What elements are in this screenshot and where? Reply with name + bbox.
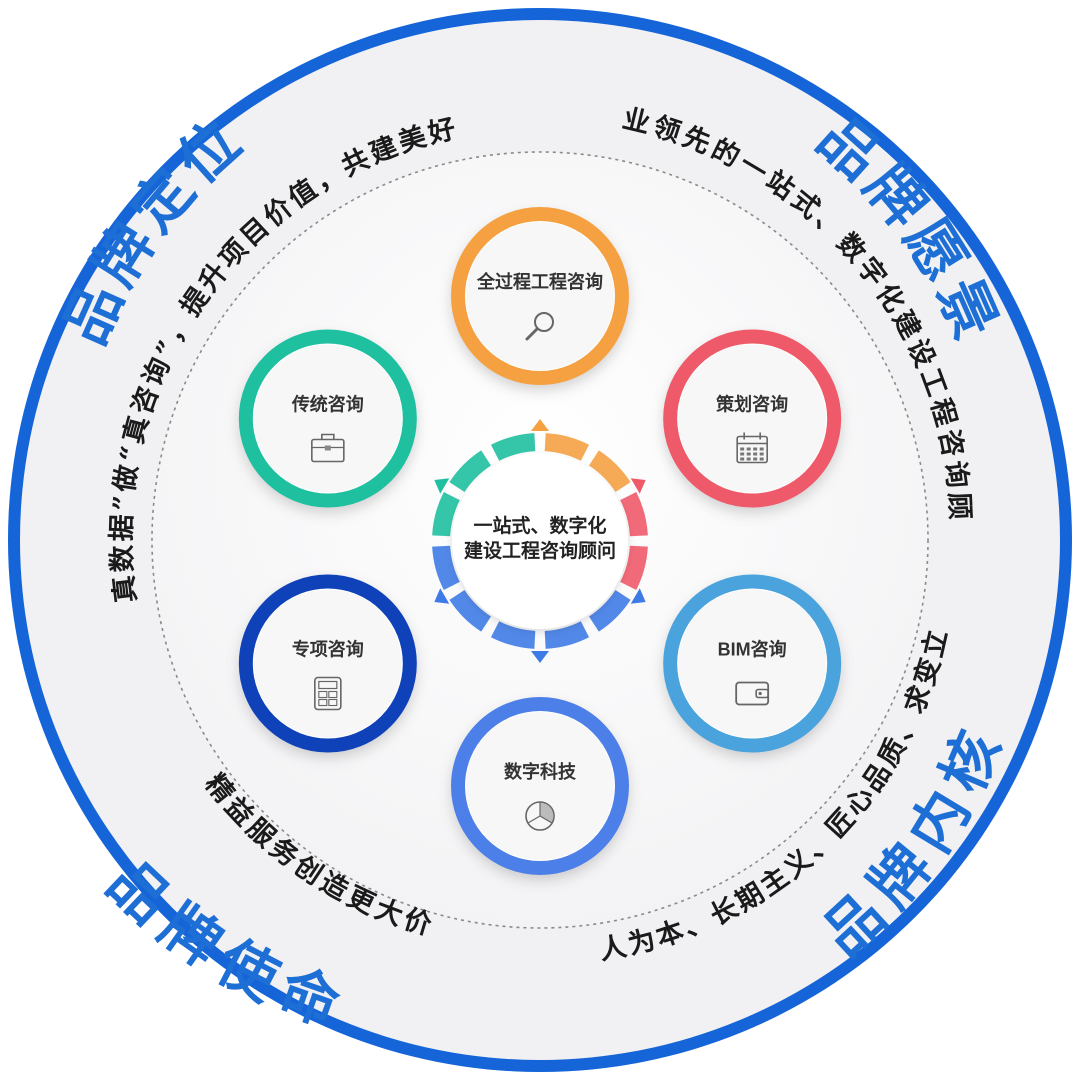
service-node-label: BIM咨询 — [718, 639, 787, 660]
hub-ring-segment — [490, 433, 536, 461]
service-node-disc — [678, 589, 827, 738]
service-node-ring — [663, 329, 842, 508]
service-node-ring — [238, 329, 417, 508]
pie-chart-icon — [525, 801, 555, 831]
service-node-disc — [466, 222, 614, 370]
service-node-label: 专项咨询 — [292, 639, 364, 660]
hub-ring-segment — [620, 545, 648, 591]
center-hub-line-2: 建设工程咨询顾问 — [464, 539, 616, 562]
service-node-ring — [451, 697, 629, 875]
service-node[interactable]: 策划咨询 — [663, 329, 842, 508]
service-node[interactable]: 专项咨询 — [238, 574, 417, 753]
center-hub-disc — [452, 453, 628, 629]
hub-ring-segment — [620, 491, 648, 537]
hub-arrow-icon — [630, 478, 646, 494]
service-node-label: 传统咨询 — [291, 394, 364, 415]
hub-arrow-icon — [434, 478, 450, 494]
hub-arrow-icon — [531, 651, 549, 663]
wallet-icon — [735, 681, 770, 706]
center-hub-arrows — [434, 419, 646, 663]
service-node-ring — [451, 207, 629, 385]
service-node[interactable]: 数字科技 — [451, 697, 629, 875]
service-node[interactable]: 传统咨询 — [238, 329, 417, 508]
hub-ring-segment — [490, 621, 536, 649]
hub-ring-segment — [544, 433, 590, 461]
service-node-disc — [253, 589, 402, 738]
service-node[interactable]: BIM咨询 — [663, 574, 842, 753]
center-hub: 一站式、数字化 建设工程咨询顾问 — [432, 419, 648, 663]
service-node[interactable]: 全过程工程咨询 — [451, 207, 629, 385]
service-node-disc — [253, 344, 402, 493]
hub-ring-segment — [544, 621, 590, 649]
hub-ring-segment — [449, 450, 491, 492]
magnifier-icon — [525, 312, 554, 341]
hub-ring-segment — [449, 590, 491, 632]
hub-ring-segment — [432, 545, 460, 591]
briefcase-icon — [311, 433, 345, 463]
hub-arrow-icon — [434, 588, 450, 604]
center-hub-ring — [432, 433, 648, 649]
center-hub-line-1: 一站式、数字化 — [473, 514, 606, 537]
hub-arrow-icon — [630, 588, 646, 604]
calculator-icon — [314, 676, 342, 711]
dashed-divider — [151, 151, 929, 929]
service-node-disc — [466, 712, 614, 860]
service-node-ring — [238, 574, 417, 753]
calendar-icon — [736, 432, 768, 464]
service-node-label: 策划咨询 — [716, 394, 788, 415]
hub-ring-segment — [589, 590, 631, 632]
hub-ring-segment — [589, 450, 631, 492]
service-node-label: 全过程工程咨询 — [476, 271, 603, 292]
hub-ring-segment — [432, 491, 460, 537]
service-node-disc — [678, 344, 827, 493]
service-node-label: 数字科技 — [504, 761, 577, 782]
service-node-ring — [663, 574, 842, 753]
hub-arrow-icon — [531, 419, 549, 431]
